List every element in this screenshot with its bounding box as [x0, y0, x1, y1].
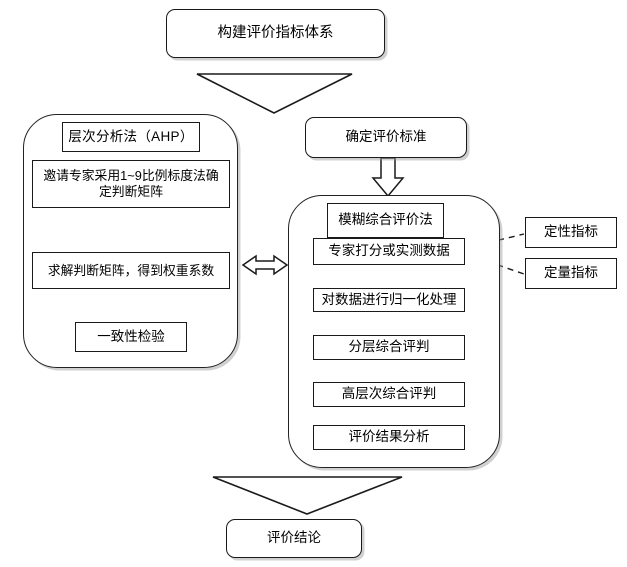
node-qualitative-indicator-label: 定性指标	[544, 224, 598, 240]
node-ahp-header[interactable]: 层次分析法（AHP）	[62, 122, 200, 152]
node-fuzzy-step-2-label: 对数据进行归一化处理	[321, 291, 457, 307]
big-arrow-down-bottom	[212, 476, 403, 515]
node-fuzzy-step-1[interactable]: 专家打分或实测数据	[313, 238, 465, 265]
node-ahp-step-2-label: 求解判断矩阵，得到权重系数	[47, 262, 215, 278]
node-fuzzy-step-1-label: 专家打分或实测数据	[328, 243, 450, 259]
node-fuzzy-step-5-label: 评价结果分析	[348, 429, 430, 445]
node-ahp-step-3[interactable]: 一致性检验	[75, 322, 187, 352]
node-ahp-step-2[interactable]: 求解判断矩阵，得到权重系数	[32, 252, 230, 289]
node-evaluation-conclusion-label: 评价结论	[267, 530, 321, 546]
node-fuzzy-step-2[interactable]: 对数据进行归一化处理	[313, 288, 465, 312]
node-fuzzy-step-4[interactable]: 高层次综合评判	[313, 382, 465, 407]
node-fuzzy-step-3[interactable]: 分层综合评判	[313, 335, 465, 360]
node-quantitative-indicator[interactable]: 定量指标	[525, 258, 617, 289]
node-ahp-header-label: 层次分析法（AHP）	[68, 128, 194, 144]
node-determine-criteria-label: 确定评价标准	[345, 129, 427, 145]
node-build-index-system-label: 构建评价指标体系	[217, 25, 334, 42]
dashed-indicator-links	[465, 233, 525, 275]
node-build-index-system[interactable]: 构建评价指标体系	[166, 9, 385, 58]
node-ahp-step-1[interactable]: 邀请专家采用1~9比例标度法确定判断矩阵	[32, 160, 230, 208]
node-evaluation-conclusion[interactable]: 评价结论	[226, 519, 362, 558]
node-ahp-step-1-label: 邀请专家采用1~9比例标度法确定判断矩阵	[43, 168, 219, 199]
node-determine-criteria[interactable]: 确定评价标准	[305, 117, 467, 158]
double-arrow-ahp-fuzzy	[241, 254, 289, 276]
node-qualitative-indicator[interactable]: 定性指标	[525, 217, 617, 248]
block-arrow-criteria-to-fuzzy	[371, 157, 405, 198]
node-quantitative-indicator-label: 定量指标	[544, 265, 598, 281]
node-fuzzy-step-5[interactable]: 评价结果分析	[313, 425, 465, 450]
node-fuzzy-step-4-label: 高层次综合评判	[341, 386, 437, 402]
node-fuzzy-step-3-label: 分层综合评判	[348, 339, 430, 355]
big-arrow-down-top	[196, 73, 353, 114]
node-fuzzy-header[interactable]: 模糊综合评价法	[327, 203, 444, 238]
node-ahp-step-3-label: 一致性检验	[97, 328, 165, 344]
node-fuzzy-header-label: 模糊综合评价法	[338, 212, 433, 228]
